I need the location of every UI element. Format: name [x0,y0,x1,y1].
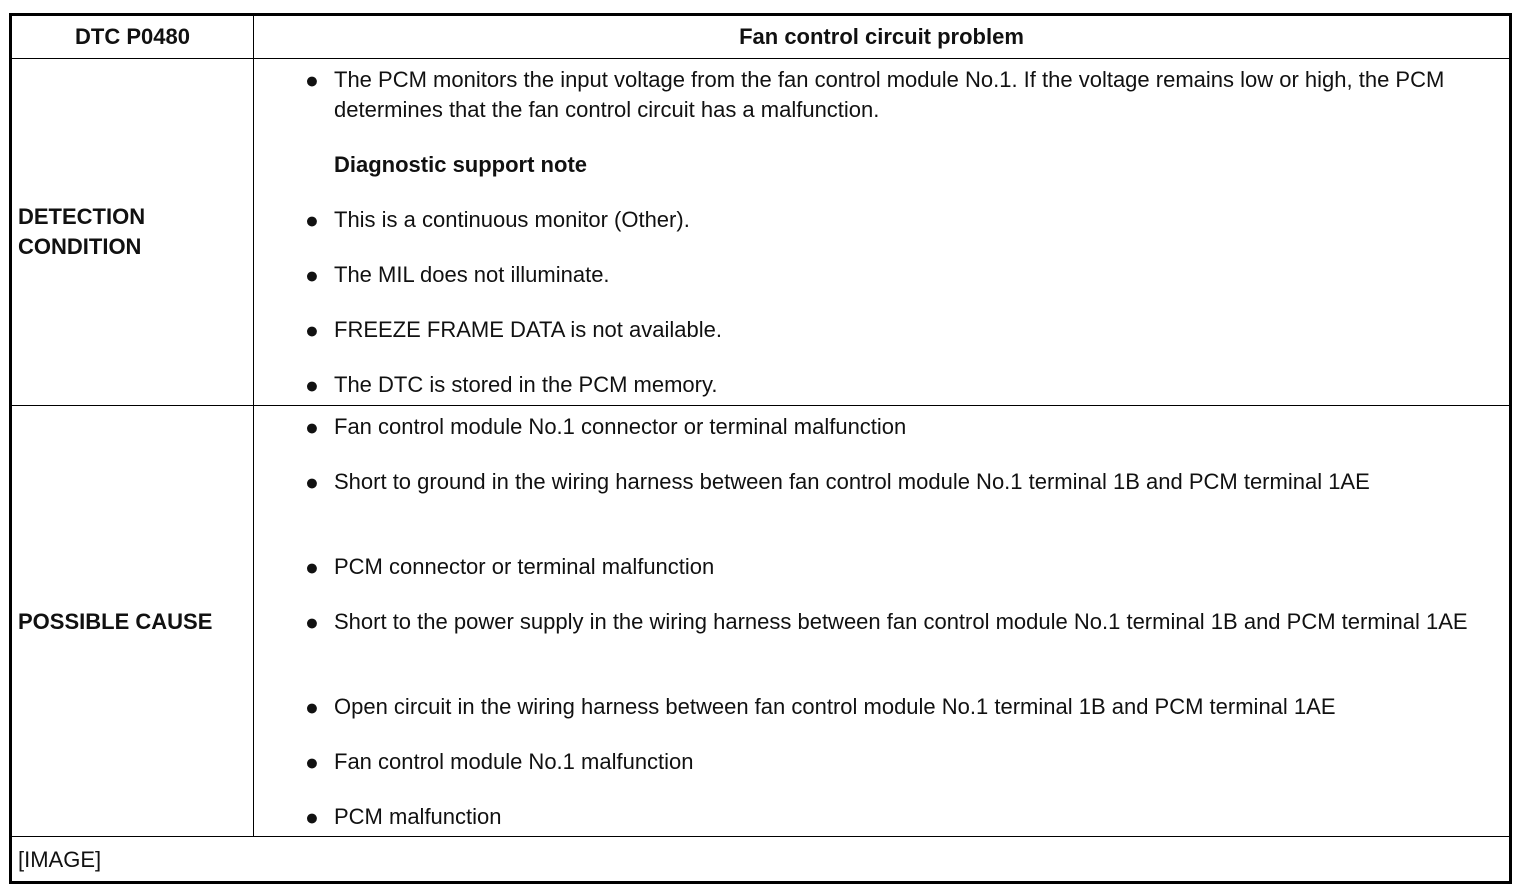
cause-item-6: Fan control module No.1 malfunction [334,749,694,774]
bullet-icon: ● [305,372,319,398]
bullet-icon: ● [305,67,319,93]
bullet-icon: ● [305,469,319,495]
bullet-icon: ● [305,317,319,343]
detection-label-line2: CONDITION [18,234,142,259]
cause-item-2: Short to ground in the wiring harness be… [334,469,1370,494]
column-divider [253,16,254,836]
bullet-icon: ● [305,414,319,440]
bullet-icon: ● [305,554,319,580]
diagnostic-support-note-heading: Diagnostic support note [334,152,587,177]
header-divider [12,58,1509,59]
bullet-icon: ● [305,207,319,233]
detection-item-3: The MIL does not illuminate. [334,262,610,287]
image-placeholder: [IMAGE] [18,847,102,872]
detection-label-line1: DETECTION [18,204,146,229]
dtc-code: DTC P0480 [75,24,190,49]
detection-item-5: The DTC is stored in the PCM memory. [334,372,718,397]
cause-item-1: Fan control module No.1 connector or ter… [334,414,907,439]
bullet-icon: ● [305,804,319,830]
bullet-icon: ● [305,262,319,288]
dtc-title: Fan control circuit problem [739,24,1024,49]
footer-divider [12,836,1509,837]
bullet-icon: ● [305,609,319,635]
detection-item-2: This is a continuous monitor (Other). [334,207,690,232]
cause-item-4: Short to the power supply in the wiring … [334,609,1468,634]
cause-item-5: Open circuit in the wiring harness betwe… [334,694,1336,719]
dtc-table [9,13,1512,884]
section-divider [12,405,1509,406]
detection-item-1: The PCM monitors the input voltage from … [334,67,1445,122]
possible-cause-label: POSSIBLE CAUSE [18,609,213,634]
cause-item-3: PCM connector or terminal malfunction [334,554,715,579]
bullet-icon: ● [305,694,319,720]
detection-item-4: FREEZE FRAME DATA is not available. [334,317,722,342]
cause-item-7: PCM malfunction [334,804,502,829]
bullet-icon: ● [305,749,319,775]
detection-label: DETECTION CONDITION [18,202,145,262]
